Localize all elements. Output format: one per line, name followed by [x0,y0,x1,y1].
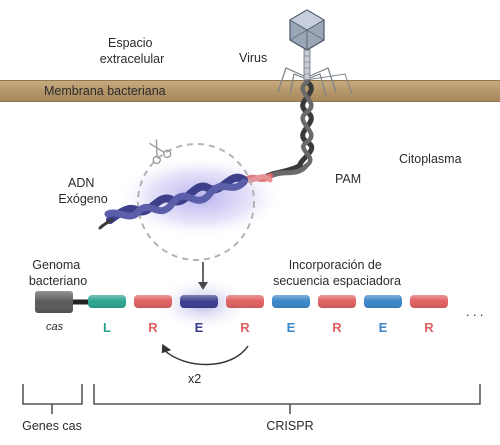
label-incorporation: Incorporación de secuencia espaciadora [273,258,401,288]
bacterial-membrane [0,80,500,102]
array-letter-5: R [332,320,342,335]
array-letter-0: L [103,320,111,335]
label-genome: Genoma bacteriano [29,258,87,288]
label-extracellular: Espacio extracelular [100,36,165,66]
crispr-array [88,295,448,308]
genes-cas-bracket [22,384,83,414]
array-letter-3: R [240,320,250,335]
exogenous-dna-helix [98,173,248,230]
label-exogenous-dna: ADN Exógeno [58,176,107,206]
label-membrane: Membrana bacteriana [44,84,166,98]
scissors-icon [149,139,172,165]
repeat-arrow [161,343,249,366]
array-letter-4: E [287,320,296,335]
array-letter-7: R [424,320,434,335]
label-virus: Virus [239,51,267,65]
array-ellipsis: . . . [466,305,483,319]
cut-circle [137,143,255,261]
crispr-bracket [93,384,481,414]
label-pam: PAM [335,172,361,186]
array-letter-6: E [379,320,388,335]
array-letter-2: E [195,320,204,335]
label-cytoplasm: Citoplasma [399,152,462,166]
cas-gene [35,291,88,313]
label-genes-cas: Genes cas [22,419,82,433]
repeat-count: x2 [188,372,201,386]
array-letter-1: R [148,320,158,335]
label-crispr: CRISPR [266,419,313,433]
label-cas: cas [46,321,64,333]
virus-icon [277,9,353,97]
